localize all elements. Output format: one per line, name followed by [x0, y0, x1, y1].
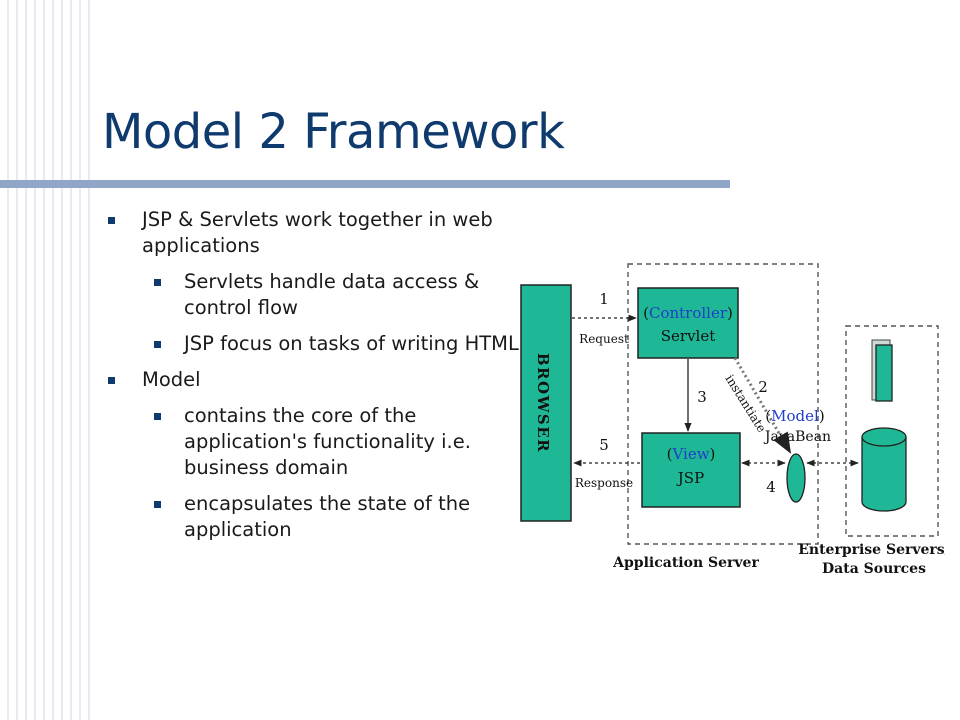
bullet-text: contains the core of the application's f… — [184, 404, 471, 479]
bullet-square-icon — [108, 217, 115, 224]
sub-bullet-item: contains the core of the application's f… — [104, 403, 524, 481]
bullet-item: JSP & Servlets work together in web appl… — [104, 207, 524, 259]
bullet-text: encapsulates the state of the applicatio… — [184, 492, 471, 541]
sub-bullet-item: JSP focus on tasks of writing HTML — [104, 331, 524, 357]
database-cylinder-icon — [861, 437, 907, 512]
browser-box — [520, 284, 572, 522]
server-rack-icon — [875, 344, 893, 402]
bullet-text: JSP focus on tasks of writing HTML — [184, 332, 519, 355]
bullet-text: Servlets handle data access & control fl… — [184, 270, 480, 319]
step-5-label: 5 — [599, 436, 609, 454]
step-3-label: 3 — [697, 388, 707, 406]
step-1-label: 1 — [599, 290, 609, 308]
application-server-region — [627, 263, 819, 545]
bullet-square-icon — [154, 279, 161, 286]
view-box — [641, 432, 741, 508]
view-label: JSP — [676, 469, 704, 487]
javabean-oval — [786, 453, 806, 503]
page-title: Model 2 Framework — [102, 104, 565, 160]
controller-tag: (Controller) — [643, 304, 733, 322]
bullet-list: JSP & Servlets work together in web appl… — [104, 207, 524, 553]
bullet-text: JSP & Servlets work together in web appl… — [142, 208, 493, 257]
bullet-text: Model — [142, 368, 201, 391]
application-server-label: Application Server — [612, 555, 759, 571]
instantiate-arrow — [733, 357, 792, 454]
data-sources-label: Data Sources — [822, 561, 926, 577]
bullet-square-icon — [154, 413, 161, 420]
sub-bullet-item: Servlets handle data access & control fl… — [104, 269, 524, 321]
mvc-diagram: BROWSER (Controller) Servlet (View) JSP … — [520, 263, 945, 577]
browser-label: BROWSER — [534, 353, 552, 453]
database-cylinder-top — [861, 427, 907, 447]
controller-box — [637, 287, 739, 359]
enterprise-servers-label: Enterprise Servers/ — [798, 542, 945, 558]
view-tag-text: View — [671, 445, 709, 463]
bullet-square-icon — [154, 341, 161, 348]
bullet-square-icon — [154, 501, 161, 508]
bullet-square-icon — [108, 377, 115, 384]
model-label: JavaBean — [763, 429, 831, 445]
request-label: Request — [579, 332, 629, 346]
enterprise-server-region — [845, 325, 939, 537]
sub-bullet-item: encapsulates the state of the applicatio… — [104, 491, 524, 543]
step-2-label: 2 — [758, 378, 768, 396]
step-4-label: 4 — [766, 478, 776, 496]
bullet-item: Model — [104, 367, 524, 393]
model-tag-text: Model — [771, 407, 819, 425]
title-divider — [0, 180, 730, 188]
background-stripes — [0, 0, 92, 720]
controller-tag-text: Controller — [649, 304, 728, 322]
model-tag: (Model) — [765, 407, 824, 425]
controller-label: Servlet — [661, 327, 716, 345]
view-tag: (View) — [667, 445, 716, 463]
response-label: Response — [575, 476, 633, 490]
